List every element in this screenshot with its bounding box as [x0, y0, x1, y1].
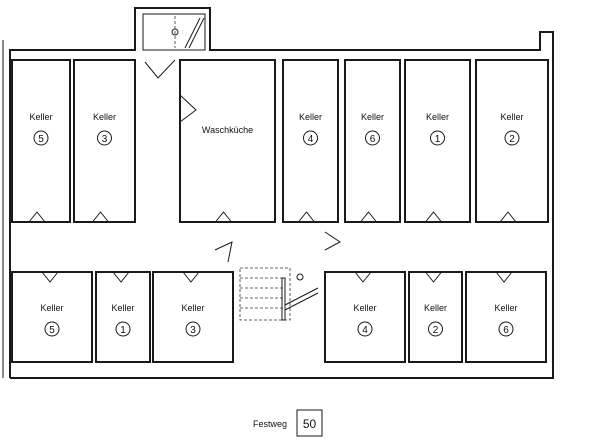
- door-swing: [182, 271, 200, 283]
- room-number-circle: [185, 321, 201, 337]
- room-number: 3: [190, 325, 196, 336]
- room-number-circle: [504, 130, 520, 146]
- room-walls: [404, 59, 471, 223]
- room-number-circle: [97, 130, 112, 146]
- door-swing: [298, 211, 315, 223]
- top-room: Keller 3: [73, 59, 136, 223]
- stair-top: [142, 13, 206, 51]
- room-number: 6: [370, 134, 376, 145]
- footer-label: Festweg: [253, 419, 287, 429]
- room-number-circle: [498, 321, 514, 337]
- room-walls: [73, 59, 136, 223]
- bottom-room: Keller 5: [11, 271, 93, 363]
- room-walls: [475, 59, 549, 223]
- building-outline: [2, 7, 554, 379]
- room-walls: [344, 59, 401, 223]
- room-number-circle: [357, 321, 373, 337]
- door-swing: [495, 271, 513, 283]
- room-label: Keller: [181, 303, 204, 313]
- door-swing: [112, 271, 130, 283]
- bottom-room: Keller 6: [465, 271, 547, 363]
- door-swing: [28, 211, 46, 223]
- room-walls: [95, 271, 151, 363]
- room-label: Waschküche: [202, 125, 253, 135]
- room-label: Keller: [111, 303, 134, 313]
- door-swing: [360, 211, 377, 223]
- room-walls: [179, 59, 276, 223]
- room-label: Keller: [299, 112, 322, 122]
- door-swing: [354, 271, 372, 283]
- room-label: Keller: [353, 303, 376, 313]
- room-number-circle: [428, 321, 443, 337]
- room-number-circle: [430, 130, 445, 146]
- room-number-circle: [33, 130, 49, 146]
- room-walls: [152, 271, 234, 363]
- top-rooms: Keller5Keller3WaschkücheKeller4Keller6Ke…: [11, 59, 549, 223]
- room-number: 5: [49, 325, 55, 336]
- room-label: Keller: [93, 112, 116, 122]
- door-swing: [41, 271, 59, 283]
- room-number-circle: [365, 130, 380, 146]
- room-number: 1: [435, 134, 441, 145]
- room-number-circle: [303, 130, 318, 146]
- room-walls: [282, 59, 339, 223]
- room-number: 5: [38, 134, 44, 145]
- footer-value: 50: [303, 417, 317, 431]
- footer-value-box: [296, 409, 323, 437]
- door-swing: [425, 271, 442, 283]
- bottom-room: Keller 3: [152, 271, 234, 363]
- bottom-room: Keller 4: [324, 271, 406, 363]
- room-number: 6: [503, 325, 509, 336]
- top-room: Keller 2: [475, 59, 549, 223]
- room-label: Keller: [426, 112, 449, 122]
- room-number-circle: [115, 321, 131, 337]
- door-swing: [92, 211, 109, 223]
- top-room: Keller 1: [404, 59, 471, 223]
- room-walls: [11, 271, 93, 363]
- room-label: Keller: [361, 112, 384, 122]
- room-label: Keller: [29, 112, 52, 122]
- room-number-circle: [44, 321, 60, 337]
- room-label: Keller: [494, 303, 517, 313]
- room-number: 2: [433, 325, 439, 336]
- top-room: Keller 6: [344, 59, 401, 223]
- room-label: Keller: [424, 303, 447, 313]
- room-label: Keller: [500, 112, 523, 122]
- room-number: 4: [308, 134, 314, 145]
- top-room: Keller 5: [11, 59, 71, 223]
- top-room: Waschküche: [179, 59, 276, 223]
- door-swing: [499, 211, 517, 223]
- room-label: Keller: [40, 303, 63, 313]
- room-number: 4: [362, 325, 368, 336]
- bottom-room: Keller 1: [95, 271, 151, 363]
- room-walls: [465, 271, 547, 363]
- top-room: Keller 4: [282, 59, 339, 223]
- room-walls: [11, 59, 71, 223]
- stair-middle: [239, 267, 319, 321]
- door-swing: [215, 211, 232, 223]
- bottom-room: Keller 2: [408, 271, 463, 363]
- room-number: 2: [509, 134, 515, 145]
- bottom-rooms: Keller5Keller1Keller3Keller4Keller2Kelle…: [11, 271, 547, 363]
- door-swing: [425, 211, 442, 223]
- room-number: 1: [120, 325, 126, 336]
- corridor-doors: [144, 59, 341, 263]
- room-walls: [324, 271, 406, 363]
- room-number: 3: [102, 134, 108, 145]
- room-walls: [408, 271, 463, 363]
